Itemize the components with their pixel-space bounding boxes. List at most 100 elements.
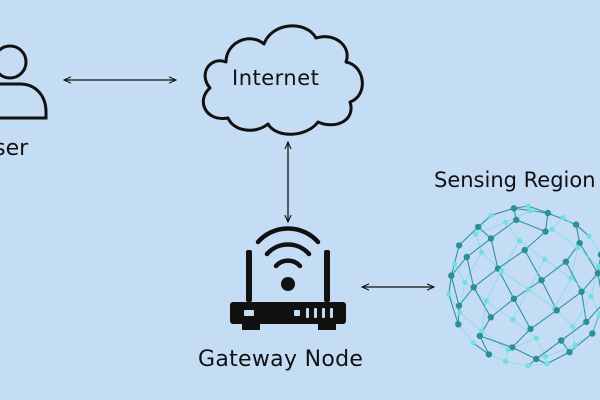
gateway-node-label: Gateway Node — [198, 347, 364, 372]
sphere-node — [533, 355, 540, 363]
sphere-edge — [513, 298, 531, 330]
sphere-node — [586, 233, 592, 239]
sphere-edge — [512, 319, 537, 339]
sphere-edge — [497, 249, 526, 270]
sphere-edge — [491, 207, 515, 216]
sphere-edge — [490, 238, 499, 269]
sphere-edge — [512, 289, 529, 320]
sphere-edge — [572, 296, 592, 327]
sphere-edge — [466, 238, 492, 258]
sphere-node — [570, 324, 576, 330]
sphere-node — [538, 277, 545, 284]
sphere-edge — [505, 210, 531, 223]
sphere-node — [475, 223, 482, 231]
sphere-edge — [591, 314, 600, 334]
sphere-node — [578, 288, 585, 295]
sphere-node — [589, 330, 596, 337]
sphere-edge — [490, 219, 517, 239]
sphere-node — [560, 215, 566, 221]
sphere-node — [448, 272, 455, 279]
sphere-node — [595, 263, 600, 269]
sphere-node — [597, 251, 600, 258]
sphere-edge — [490, 298, 515, 318]
sphere-edge — [541, 261, 567, 281]
sphere-edge — [527, 205, 549, 214]
sphere-edge — [458, 226, 479, 246]
cloud-icon — [201, 24, 364, 136]
sphere-edge — [485, 270, 502, 302]
sphere-node — [527, 325, 534, 333]
sphere-node — [487, 314, 494, 321]
sphere-edge — [588, 235, 600, 254]
sphere-edge — [505, 361, 529, 367]
sphere-edge — [481, 330, 509, 351]
sphere-edge — [511, 328, 531, 348]
sphere-edge — [497, 268, 515, 300]
sphere-node — [478, 249, 485, 255]
sphere-edge — [569, 333, 593, 353]
sphere-node — [594, 270, 600, 277]
sphere-edge — [579, 242, 599, 274]
sphere-node — [572, 342, 578, 348]
sphere-node — [542, 228, 549, 235]
sphere-edge — [450, 256, 468, 276]
user-icon — [0, 44, 48, 120]
sphere-edge — [530, 309, 558, 330]
sphere-edge — [519, 240, 545, 260]
sphere-node — [516, 238, 523, 244]
sphere-edge — [524, 249, 542, 281]
sphere-edge — [544, 258, 572, 279]
sphere-node — [483, 298, 489, 304]
sphere-edge — [459, 312, 482, 332]
sphere-edge — [581, 291, 587, 322]
sphere-nodes — [446, 203, 600, 369]
sphere-node — [509, 344, 516, 351]
sphere-edge — [527, 363, 547, 367]
sphere-edge — [570, 277, 592, 297]
sphere-node — [572, 221, 580, 228]
sphere-edge — [475, 215, 492, 235]
sphere-node — [455, 321, 462, 328]
sphere-edge — [577, 247, 599, 267]
sphere-node — [463, 253, 470, 261]
sphere-edge — [475, 221, 506, 235]
sphere-edge — [464, 282, 487, 302]
sphere-node — [455, 302, 463, 309]
sphere-edge — [501, 240, 520, 272]
sphere-node — [544, 361, 550, 367]
sphere-node — [502, 358, 509, 364]
sphere-edge — [597, 273, 600, 289]
sphere-node — [446, 291, 452, 297]
sphere-node — [472, 231, 479, 237]
sphere-edge — [454, 263, 466, 283]
sphere-node — [562, 258, 570, 265]
sphere-node — [452, 261, 458, 267]
sphere-edge — [485, 300, 514, 320]
sphere-edge — [565, 261, 583, 293]
sphere-edge — [560, 321, 587, 341]
sphere-edge — [536, 338, 546, 357]
sphere-edge — [541, 279, 558, 311]
sphere-edge — [516, 219, 546, 233]
sphere-edge — [535, 340, 562, 360]
sphere-edge — [464, 252, 482, 283]
sphere-node — [457, 310, 463, 316]
sphere-edge — [551, 217, 564, 230]
sphere-edge — [475, 233, 482, 253]
sphere-node — [558, 337, 565, 344]
sphere-edge — [528, 259, 545, 290]
sphere-edge — [473, 268, 499, 288]
sphere-edge — [458, 286, 475, 307]
sphere-edge — [472, 342, 490, 355]
sphere-node — [566, 348, 573, 356]
internet-label: Internet — [232, 66, 320, 90]
sphere-node — [470, 284, 477, 291]
sphere-edge — [450, 275, 460, 306]
sphere-edge — [448, 293, 459, 325]
sphere-node — [544, 209, 552, 217]
sphere-node — [588, 293, 594, 299]
sphere-edge — [505, 221, 520, 242]
sphere-edge — [585, 306, 600, 323]
sphere-node — [543, 354, 549, 360]
sphere-node — [575, 245, 581, 251]
